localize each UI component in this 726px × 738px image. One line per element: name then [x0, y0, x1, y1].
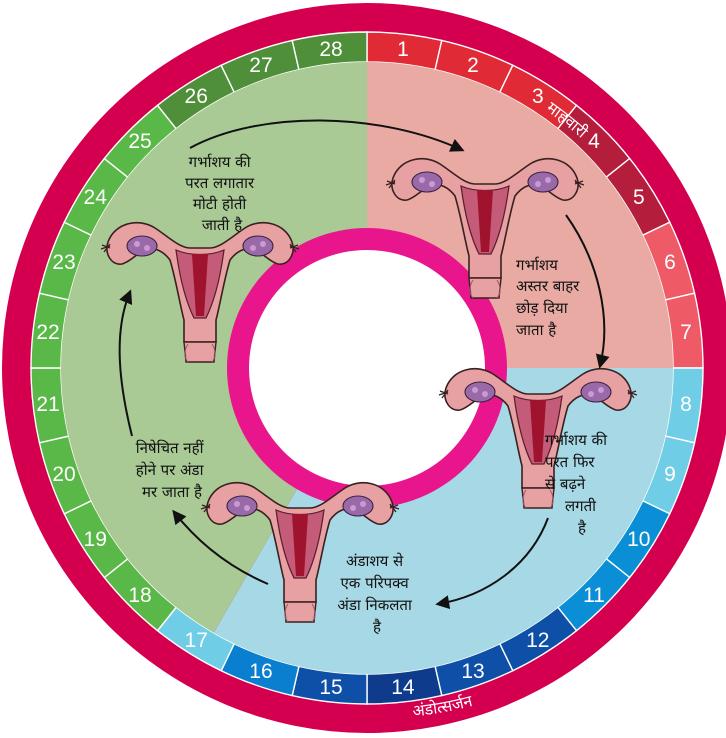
day-number: 27 — [249, 54, 272, 77]
day-number: 26 — [185, 85, 208, 108]
day-number: 14 — [391, 676, 415, 699]
day-number: 20 — [52, 463, 75, 486]
stage-egg-dies: निषेचित नहीं होने पर अंडा मर जाता है — [136, 439, 209, 501]
day-number: 18 — [128, 584, 151, 607]
day-number: 9 — [664, 463, 676, 486]
day-number: 6 — [664, 251, 676, 274]
day-number: 13 — [461, 660, 484, 683]
day-number: 8 — [680, 393, 692, 416]
day-number: 28 — [319, 38, 342, 61]
day-number: 4 — [588, 130, 600, 153]
day-number: 11 — [583, 584, 605, 607]
day-number: 15 — [319, 676, 342, 699]
day-number: 10 — [627, 528, 650, 551]
day-number: 5 — [633, 186, 645, 209]
day-number: 19 — [84, 528, 107, 551]
day-number: 16 — [249, 660, 272, 683]
day-number: 3 — [532, 85, 544, 108]
day-number: 22 — [36, 321, 59, 344]
day-number: 24 — [84, 186, 108, 209]
day-number: 1 — [397, 38, 409, 61]
day-number: 23 — [52, 251, 75, 274]
day-number: 7 — [680, 321, 692, 344]
day-number: 2 — [467, 54, 479, 77]
center-hole — [249, 250, 485, 486]
day-number: 25 — [128, 130, 151, 153]
day-number: 12 — [526, 629, 549, 652]
day-number: 17 — [185, 629, 208, 652]
day-number: 21 — [36, 393, 59, 416]
